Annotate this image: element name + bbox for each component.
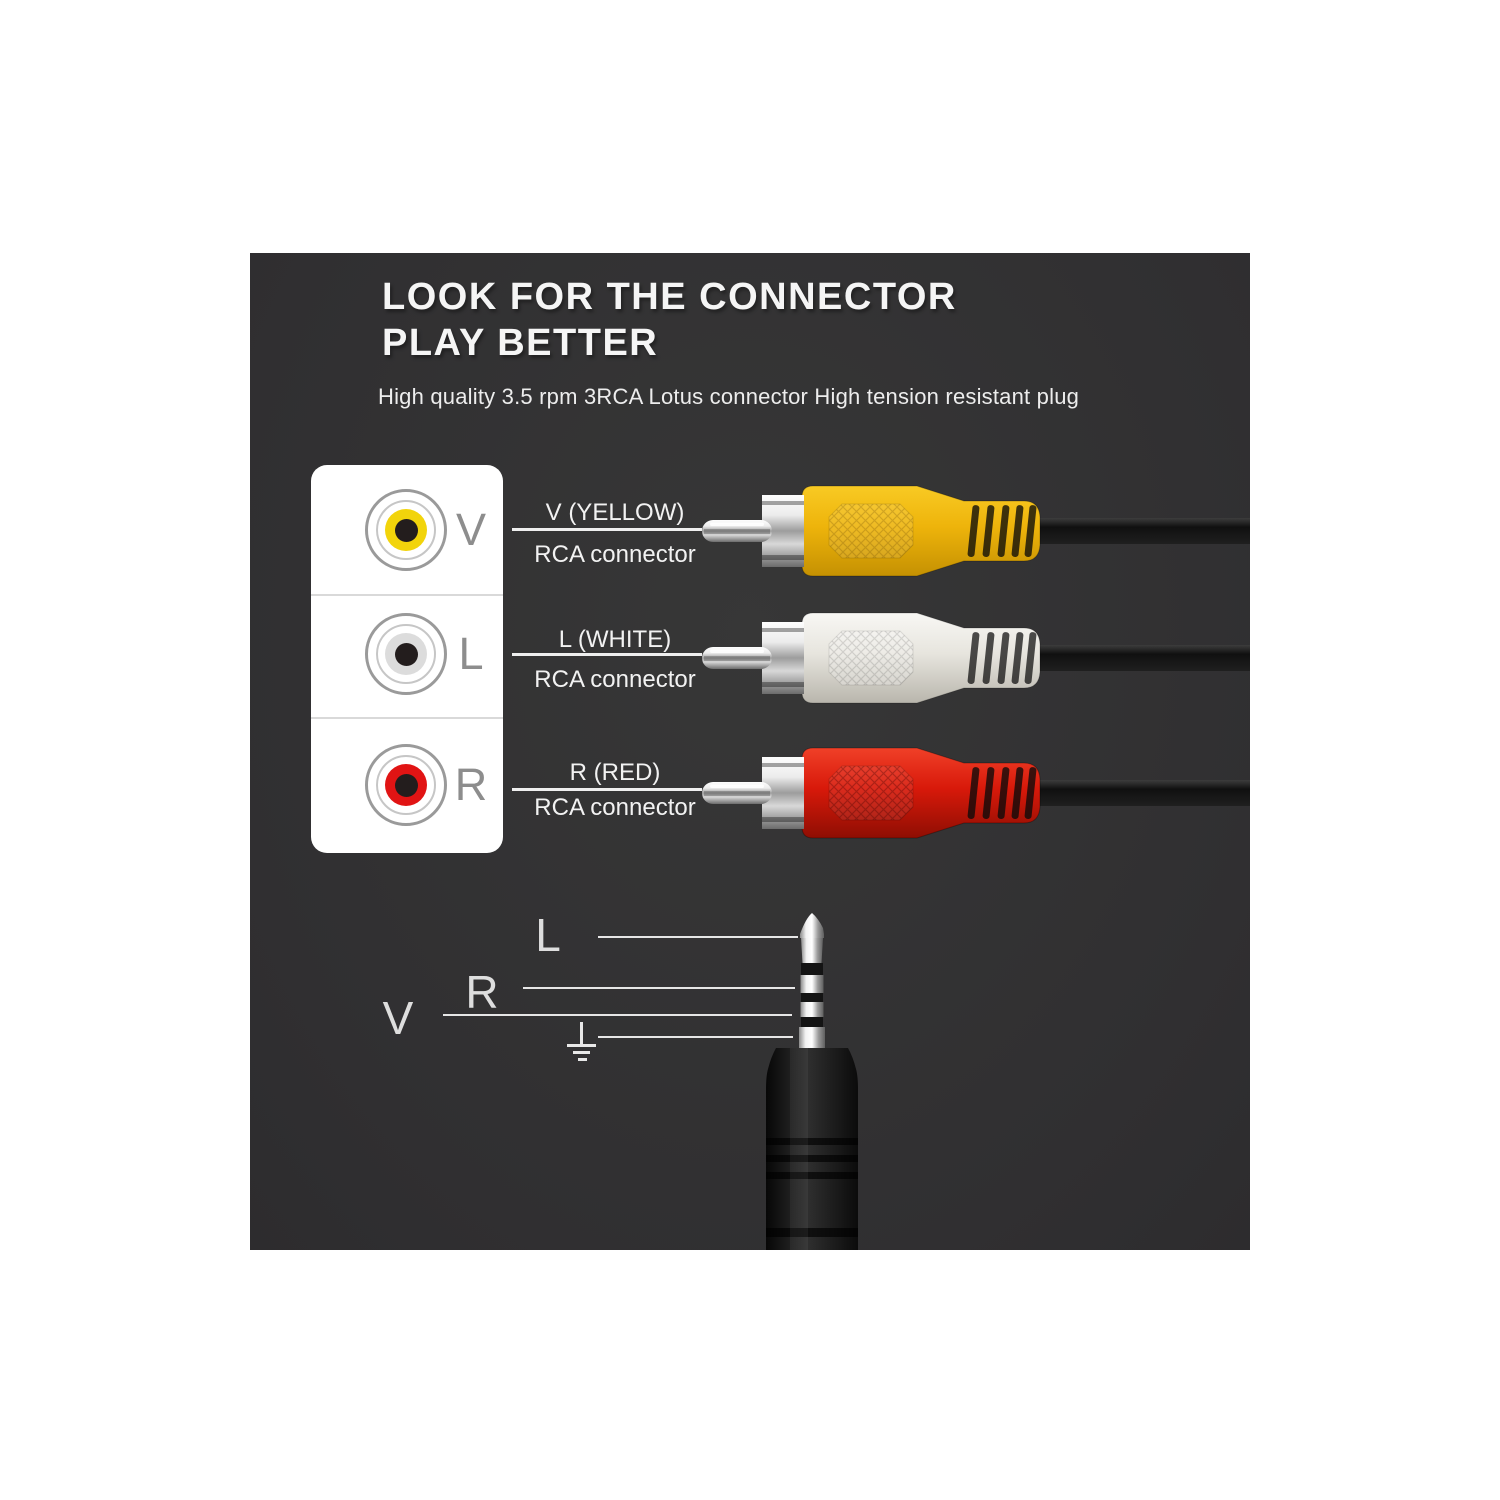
subtitle: High quality 3.5 rpm 3RCA Lotus connecto… bbox=[378, 384, 1080, 409]
row-label-left: L (WHITE) bbox=[558, 626, 672, 653]
insulator-band bbox=[801, 993, 823, 1002]
sleeve-contact bbox=[799, 1027, 825, 1048]
wire-r-to-ring1 bbox=[523, 987, 795, 989]
left-audio-port-ring bbox=[385, 633, 427, 675]
cable bbox=[1035, 645, 1250, 671]
headline: LOOK FOR THE CONNECTOR PLAY BETTER bbox=[382, 274, 957, 366]
wire-ground-to-sleeve bbox=[598, 1036, 793, 1038]
wire-label-r: R bbox=[465, 966, 499, 1018]
wire-label-l: L bbox=[535, 909, 561, 961]
video-port bbox=[365, 489, 447, 571]
wire-v-to-ring2 bbox=[443, 1014, 792, 1016]
strain-relief-ribs bbox=[967, 505, 1037, 557]
video-port-ring bbox=[385, 509, 427, 551]
av-ports-panel: V L R bbox=[311, 465, 503, 853]
grip-hatch bbox=[829, 766, 913, 820]
jack-handle bbox=[766, 1048, 858, 1250]
cable bbox=[1035, 518, 1250, 544]
dark-panel: LOOK FOR THE CONNECTOR PLAY BETTER High … bbox=[250, 253, 1250, 1250]
row-label-video: V (YELLOW) bbox=[545, 499, 685, 526]
row-label-right: R (RED) bbox=[569, 759, 661, 786]
cable bbox=[1035, 780, 1250, 806]
row-sublabel-right: RCA connector bbox=[534, 794, 696, 821]
headline-line2: PLAY BETTER bbox=[382, 322, 659, 364]
port-ring bbox=[376, 624, 436, 684]
insulator-band bbox=[801, 1017, 823, 1027]
port-ring bbox=[376, 500, 436, 560]
strain-relief-ribs bbox=[967, 632, 1037, 684]
right-audio-port-ring bbox=[385, 764, 427, 806]
headline-line1: LOOK FOR THE CONNECTOR bbox=[382, 276, 957, 318]
panel-divider bbox=[311, 717, 503, 719]
port-ring bbox=[376, 755, 436, 815]
grip-hatch bbox=[829, 504, 913, 558]
rca-plug-white bbox=[702, 612, 1250, 704]
leader-line bbox=[512, 653, 702, 656]
insulator-band bbox=[801, 963, 823, 975]
port-center-hole bbox=[394, 642, 418, 666]
panel-divider bbox=[311, 594, 503, 596]
port-letter-r: R bbox=[454, 759, 488, 810]
row-sublabel-video: RCA connector bbox=[534, 541, 696, 568]
ring-contact-1 bbox=[800, 975, 824, 993]
audio-jack-3-5mm bbox=[766, 913, 858, 1250]
rca-plug-yellow bbox=[702, 485, 1250, 577]
wire-label-v: V bbox=[382, 992, 414, 1044]
port-center-hole bbox=[394, 773, 418, 797]
rca-plug-red bbox=[702, 747, 1250, 839]
row-sublabel-left: RCA connector bbox=[534, 666, 696, 693]
grip-hatch bbox=[829, 631, 913, 685]
leader-line bbox=[512, 788, 702, 791]
jack-tip bbox=[800, 913, 824, 938]
left-audio-port bbox=[365, 613, 447, 695]
port-center-hole bbox=[394, 518, 418, 542]
port-letter-l: L bbox=[458, 628, 484, 679]
port-letter-v: V bbox=[455, 504, 486, 555]
right-audio-port bbox=[365, 744, 447, 826]
handle-grooves bbox=[766, 1138, 858, 1237]
wire-l-to-tip bbox=[598, 936, 798, 938]
strain-relief-ribs bbox=[967, 767, 1037, 819]
leader-line bbox=[512, 528, 702, 531]
ring-contact-2 bbox=[800, 1002, 824, 1017]
